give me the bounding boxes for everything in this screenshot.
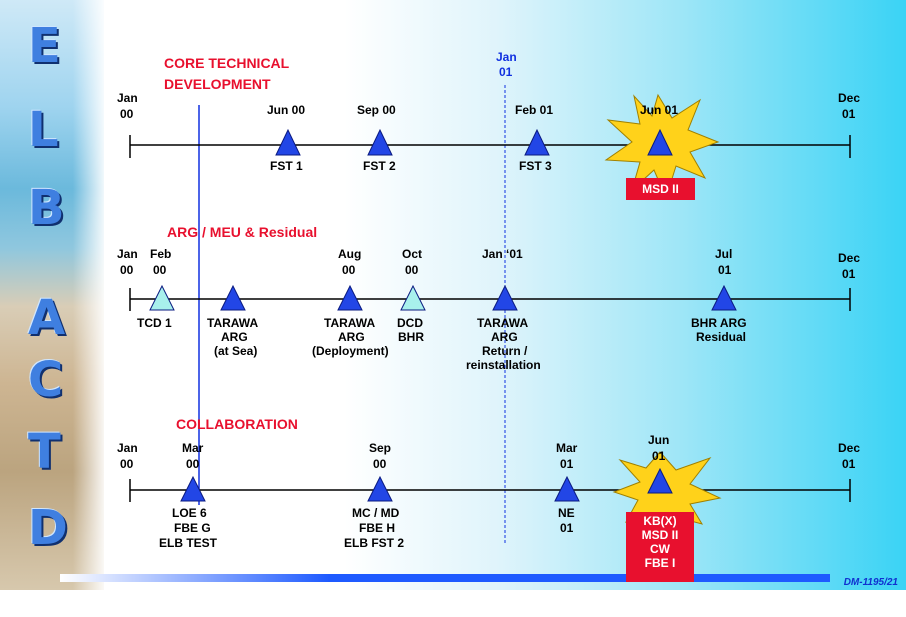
milestone-triangle (180, 475, 206, 502)
side-letter: C (28, 352, 64, 408)
side-letter: T (28, 424, 61, 480)
timeline-end-label: 01 (842, 457, 856, 471)
milestone-triangle (492, 284, 518, 311)
side-letter: B (28, 180, 65, 236)
milestone-date: Mar (556, 441, 578, 455)
milestone-date: Feb (150, 247, 171, 261)
section-title-collaboration: COLLABORATION (176, 416, 298, 432)
milestone-date: 01 (718, 263, 732, 277)
milestone-label: FST 1 (270, 159, 303, 173)
timeline-start-label: Jan (117, 247, 138, 261)
milestone-triangle (337, 284, 363, 311)
milestone-label: LOE 6 (172, 506, 207, 520)
milestone-triangle (220, 284, 246, 311)
milestone-label: TARAWA (324, 316, 375, 330)
slide-background (0, 0, 906, 590)
milestone-date: 00 (186, 457, 200, 471)
timeline-start-label: 00 (120, 457, 134, 471)
document-id: DM-1195/21 (843, 577, 898, 588)
milestone-label: FBE G (174, 521, 211, 535)
milestone-label: (Deployment) (312, 344, 389, 358)
milestone-date: 01 (652, 449, 666, 463)
milestone-label: MC / MD (352, 506, 400, 520)
milestone-date: Feb 01 (515, 103, 553, 117)
milestone-date: 00 (405, 263, 419, 277)
milestone-label: (at Sea) (214, 344, 257, 358)
milestone-label: BHR (398, 330, 424, 344)
milestone-triangle (524, 128, 550, 156)
milestone-label: TARAWA (207, 316, 258, 330)
timeline-end-label: Dec (838, 441, 860, 455)
timeline-start-label: Jan (117, 441, 138, 455)
milestone-label: TCD 1 (137, 316, 172, 330)
milestone-label: ELB TEST (159, 536, 218, 550)
beach-sidebar-image (0, 0, 104, 590)
timeline-end-label: Dec (838, 91, 860, 105)
milestone-date: Aug (338, 247, 361, 261)
milestone-triangle (367, 475, 393, 502)
milestone-triangle (647, 128, 673, 156)
side-letter: E (28, 18, 61, 74)
milestone-label: reinstallation (466, 358, 541, 372)
milestone-date: 00 (373, 457, 387, 471)
milestone-label: FBE H (359, 521, 395, 535)
side-letter: D (28, 500, 68, 556)
milestone-date: Jul (715, 247, 732, 261)
milestone-label: FST 3 (519, 159, 552, 173)
timeline-end-label: 01 (842, 107, 856, 121)
milestone-triangle-light (400, 284, 426, 311)
milestone-date: Jun (648, 433, 669, 447)
milestone-date: Oct (402, 247, 422, 261)
milestone-label: 01 (560, 521, 574, 535)
side-letter: L (28, 102, 59, 158)
milestone-date: Jun 01 (640, 103, 678, 117)
milestone-date: 01 (560, 457, 574, 471)
milestone-triangle (367, 128, 393, 156)
timeline-start-label: 00 (120, 263, 134, 277)
milestone-date: Mar (182, 441, 204, 455)
milestone-date: Jan ‘01 (482, 247, 523, 261)
milestone-label: ARG (338, 330, 365, 344)
milestone-date: Sep 00 (357, 103, 396, 117)
divider-label: Jan (496, 50, 517, 64)
collaboration-milestone-box: KB(X) MSD II CW FBE I (626, 512, 694, 582)
milestone-label: BHR ARG (691, 316, 747, 330)
milestone-label: Return / (482, 344, 528, 358)
milestone-date: Jun 00 (267, 103, 305, 117)
milestone-date: Sep (369, 441, 391, 455)
milestone-label: TARAWA (477, 316, 528, 330)
timeline-end-label: 01 (842, 267, 856, 281)
milestone-label: ARG (221, 330, 248, 344)
timeline-start-label: Jan (117, 91, 138, 105)
msd-ii-box: MSD II (626, 178, 695, 200)
milestone-label: Residual (696, 330, 746, 344)
timeline-start-label: 00 (120, 107, 134, 121)
footer-bar (60, 574, 830, 582)
milestone-triangle (647, 467, 673, 494)
milestone-label: ARG (491, 330, 518, 344)
side-letter: A (28, 290, 66, 346)
milestone-date: 00 (342, 263, 356, 277)
milestone-date: 00 (153, 263, 167, 277)
divider-label: 01 (499, 65, 513, 79)
milestone-triangle (711, 284, 737, 311)
timeline-end-label: Dec (838, 251, 860, 265)
section-title-arg: ARG / MEU & Residual (167, 224, 317, 240)
milestone-triangle (554, 475, 580, 502)
milestone-label: NE (558, 506, 575, 520)
milestone-triangle-light (149, 284, 175, 311)
milestone-label: FST 2 (363, 159, 396, 173)
milestone-label: DCD (397, 316, 423, 330)
milestone-label: ELB FST 2 (344, 536, 404, 550)
milestone-triangle (275, 128, 301, 156)
